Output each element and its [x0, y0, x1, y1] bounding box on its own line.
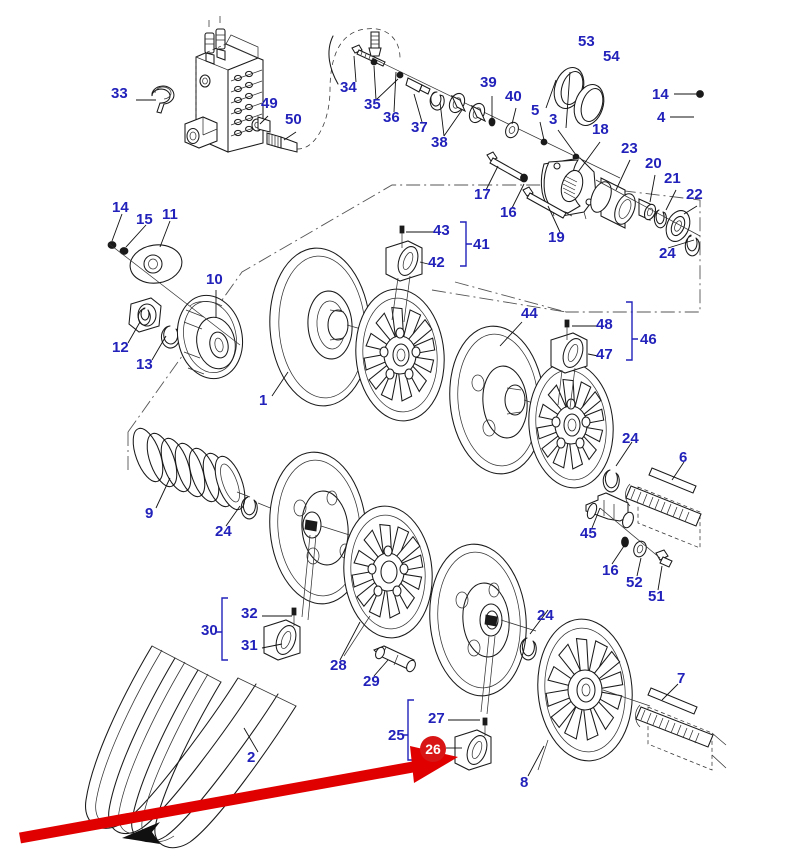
callout-40: 40: [505, 88, 522, 105]
callout-38: 38: [431, 134, 448, 151]
callout-49: 49: [261, 95, 278, 112]
callout-39: 39: [480, 74, 497, 91]
bush-26-27: [454, 717, 492, 771]
idler-disc-44: [449, 325, 579, 475]
callout-14-left: 14: [112, 199, 129, 216]
callout-50: 50: [285, 111, 302, 128]
callout-35: 35: [364, 96, 381, 113]
spoked-wheel-28: [343, 505, 433, 657]
callout-23: 23: [621, 140, 638, 157]
hydraulic-valve-block: [151, 16, 298, 153]
callout-37: 37: [411, 119, 428, 136]
bush-31-32: [263, 607, 301, 661]
callout-41: 41: [473, 236, 490, 253]
callout-24-spring: 24: [215, 523, 232, 540]
idler-disc-lower-centre: [429, 543, 537, 715]
leader-lines: [111, 55, 704, 777]
idler-disc-mid-left: [269, 451, 379, 621]
callout-45: 45: [580, 525, 597, 542]
bearing-housing-18: [540, 157, 597, 220]
callout-9: 9: [145, 505, 154, 522]
callout-29: 29: [363, 673, 380, 690]
callout-46: 46: [640, 331, 657, 348]
callout-15: 15: [136, 211, 153, 228]
highlighted-part-badge-26[interactable]: 26: [420, 736, 446, 762]
callout-52: 52: [626, 574, 643, 591]
callout-12: 12: [112, 339, 129, 356]
callout-22: 22: [686, 186, 703, 203]
callout-20: 20: [645, 155, 662, 172]
callout-48: 48: [596, 316, 613, 333]
spoked-wheel-8: [519, 618, 651, 771]
callout-27: 27: [428, 710, 445, 727]
callout-28: 28: [330, 657, 347, 674]
callout-18: 18: [592, 121, 609, 138]
callout-19: 19: [548, 229, 565, 246]
seals-53-54: [545, 67, 605, 129]
callout-44: 44: [521, 305, 538, 322]
callout-33: 33: [111, 85, 128, 102]
callout-11: 11: [162, 206, 178, 223]
callout-24-top: 24: [659, 245, 676, 262]
hub-components-left: [107, 241, 244, 380]
callout-53: 53: [578, 33, 595, 50]
callout-24-right: 24: [622, 430, 639, 447]
callout-7: 7: [677, 670, 686, 687]
callout-34: 34: [340, 79, 357, 96]
callout-5: 5: [531, 102, 540, 119]
red-pointer-arrow: [19, 746, 458, 844]
callout-31: 31: [241, 637, 258, 654]
callout-8: 8: [520, 774, 529, 791]
callout-32: 32: [241, 605, 258, 622]
coil-spring-9: [132, 427, 301, 521]
callout-3: 3: [549, 111, 558, 128]
bush-47-48: [550, 319, 588, 409]
roller-pin-29: [373, 645, 416, 673]
tensioner-assembly-right: [585, 467, 702, 568]
callout-1: 1: [259, 392, 268, 409]
callout-17: 17: [474, 186, 491, 203]
tensioner-assembly-bottom: [635, 687, 727, 771]
idler-disc-1: [269, 247, 401, 407]
callout-10: 10: [206, 271, 223, 288]
spacer-bearing-stack: [590, 177, 701, 257]
pivot-shaft-train: [351, 31, 621, 179]
callout-25: 25: [388, 727, 405, 744]
callout-4: 4: [657, 109, 666, 126]
callout-24-lower: 24: [537, 607, 554, 624]
callout-2: 2: [247, 749, 256, 766]
callout-43: 43: [433, 222, 450, 239]
callout-14-top: 14: [652, 86, 669, 103]
callout-13: 13: [136, 356, 153, 373]
mounting-bolts: [486, 151, 573, 219]
callout-51: 51: [648, 588, 665, 605]
callout-16: 16: [500, 204, 517, 221]
bush-42-43: [385, 225, 423, 323]
hose-route: [296, 28, 401, 150]
group-brackets: [216, 221, 638, 761]
callout-36: 36: [383, 109, 400, 126]
spoked-wheel-upper: [355, 288, 445, 422]
callout-54: 54: [603, 48, 620, 65]
callout-42: 42: [428, 254, 445, 271]
callout-21: 21: [664, 170, 681, 187]
callout-6: 6: [679, 449, 688, 466]
callout-16-right: 16: [602, 562, 619, 579]
callout-47: 47: [596, 346, 613, 363]
callout-30: 30: [201, 622, 218, 639]
